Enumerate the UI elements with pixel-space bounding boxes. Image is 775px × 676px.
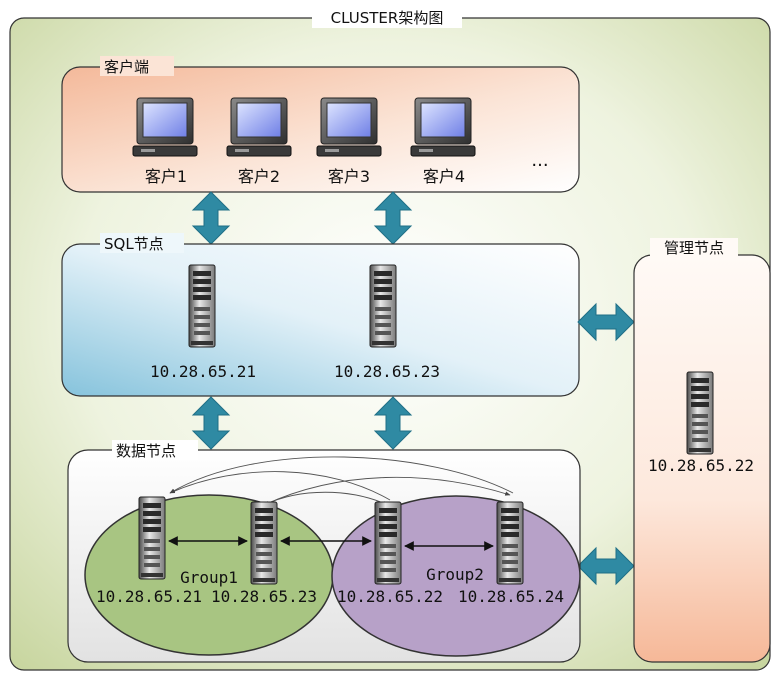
server-icon [138, 496, 166, 580]
sql-node-ip: 10.28.65.21 [150, 362, 256, 381]
group-label: Group1 [180, 568, 238, 587]
client-computer-icon [226, 97, 292, 157]
client-label: 客户2 [238, 167, 280, 186]
server-icon [686, 371, 714, 455]
server-icon [250, 501, 278, 585]
diagram-title: CLUSTER架构图 [331, 9, 444, 27]
management-region-label: 管理节点 [664, 239, 724, 257]
sql-region-label: SQL节点 [104, 235, 164, 253]
data-node-ip: 10.28.65.23 [211, 587, 317, 606]
client-label: 客户3 [328, 167, 370, 186]
client-label: 客户1 [145, 167, 187, 186]
client-computer-icon [316, 97, 382, 157]
data-node-ip: 10.28.65.21 [96, 587, 202, 606]
client-computer-icon [410, 97, 476, 157]
server-icon [188, 264, 216, 348]
group-label: Group2 [426, 565, 484, 584]
server-icon [496, 501, 524, 585]
server-icon [369, 264, 397, 348]
client-computer-icon [132, 97, 198, 157]
data-region-label: 数据节点 [116, 442, 176, 460]
client-ellipsis: ... [531, 150, 548, 171]
server-icon [374, 501, 402, 585]
sql-region [61, 243, 580, 397]
data-node-ip: 10.28.65.24 [458, 587, 564, 606]
client-label: 客户4 [423, 167, 465, 186]
management-node-ip: 10.28.65.22 [648, 456, 754, 475]
data-node-ip: 10.28.65.22 [337, 587, 443, 606]
client-region-label: 客户端 [104, 58, 149, 76]
sql-node-ip: 10.28.65.23 [334, 362, 440, 381]
